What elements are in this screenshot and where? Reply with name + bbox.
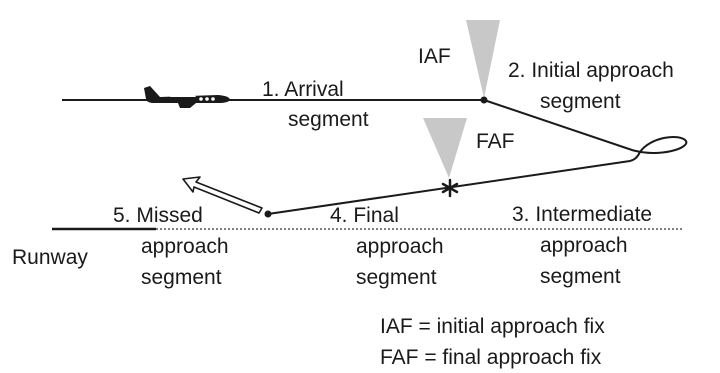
missed-label-line2: approach xyxy=(141,235,229,258)
initial-approach-segment-line xyxy=(483,99,688,162)
initial-label-line2: segment xyxy=(540,90,621,113)
initial-approach-segment-label: 2. Initial approach segment xyxy=(508,59,680,113)
intermediate-label-line3: segment xyxy=(540,265,621,288)
intermediate-label-line2: approach xyxy=(540,234,628,257)
intermediate-label-line1: 3. Intermediate xyxy=(512,203,652,226)
final-label-line1: 4. Final xyxy=(330,204,399,227)
arrival-label-line2: segment xyxy=(288,108,369,131)
faf-marker xyxy=(423,118,467,178)
legend-iaf-definition: IAF = initial approach fix xyxy=(380,315,605,338)
faf-label: FAF xyxy=(476,130,515,153)
runway-label: Runway xyxy=(12,246,88,269)
final-label-line2: approach xyxy=(356,235,444,258)
arrival-segment-label: 1. Arrival segment xyxy=(262,78,369,131)
final-label-line3: segment xyxy=(356,266,437,289)
arrival-label-line1: 1. Arrival xyxy=(262,78,344,101)
missed-label-line1: 5. Missed xyxy=(113,204,203,227)
missed-approach-point xyxy=(264,210,272,218)
missed-label-line3: segment xyxy=(141,266,222,289)
iaf-marker xyxy=(466,20,500,98)
initial-label-line1: 2. Initial approach xyxy=(508,59,674,82)
airplane-icon xyxy=(144,86,230,108)
iaf-label: IAF xyxy=(418,45,451,68)
missed-segment-label: 5. Missed approach segment xyxy=(113,204,234,289)
legend-faf-definition: FAF = final approach fix xyxy=(380,346,602,369)
intermediate-segment-label: 3. Intermediate approach segment xyxy=(512,203,658,288)
faf-fix-star xyxy=(441,178,459,198)
final-segment-label: 4. Final approach segment xyxy=(330,204,449,289)
missed-approach-arrow xyxy=(182,176,263,214)
